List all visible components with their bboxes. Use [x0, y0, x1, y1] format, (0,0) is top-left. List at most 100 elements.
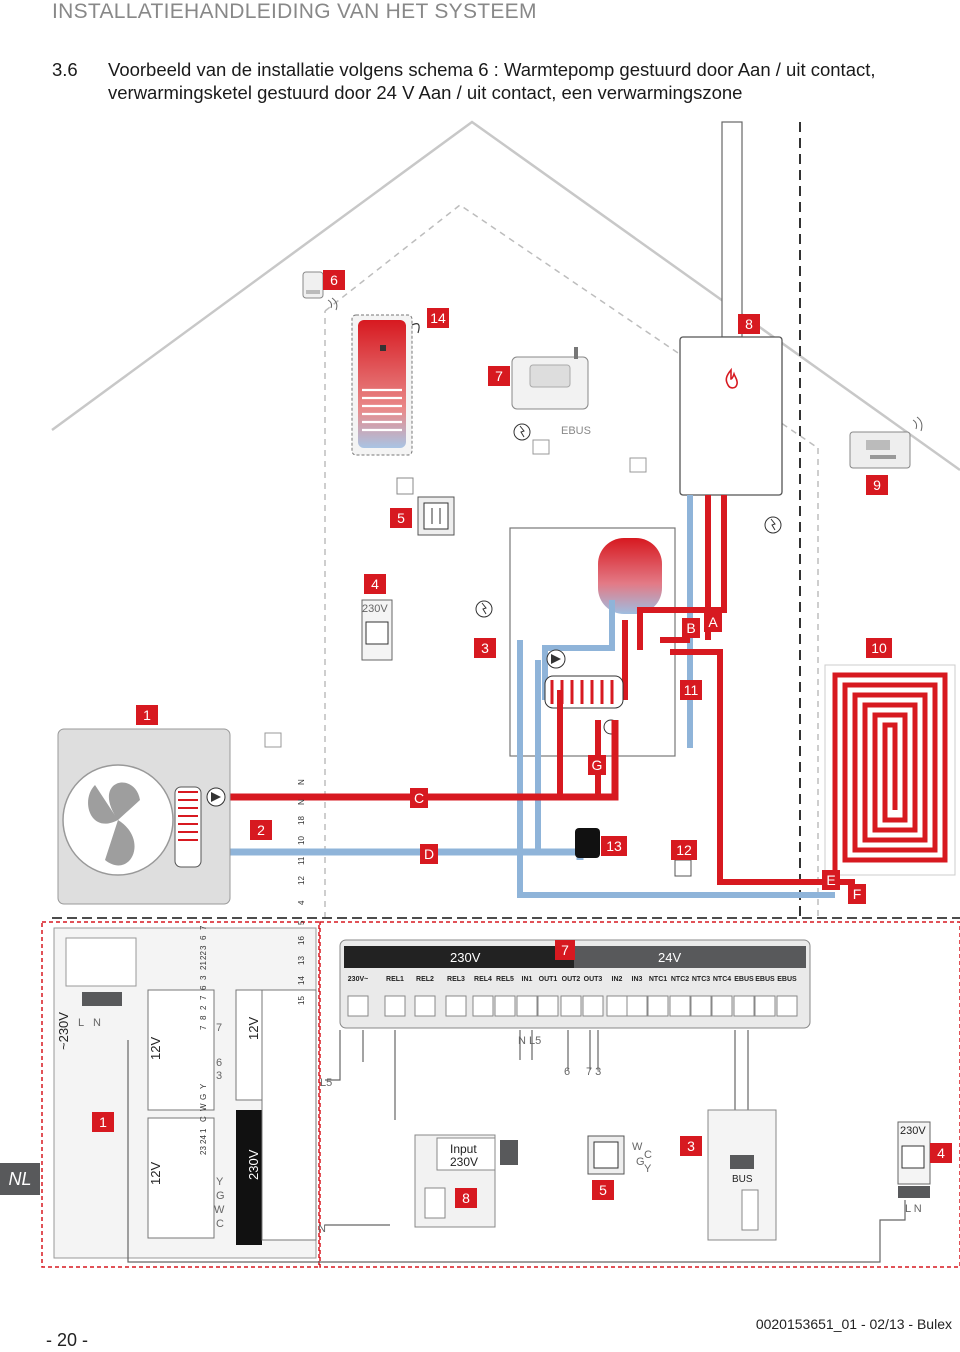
- hp-n-label: N: [93, 1017, 101, 1029]
- controller-230v-label: 230V: [450, 950, 481, 965]
- ebus-connector-icons: [264, 423, 782, 748]
- circuit-breaker: [361, 599, 393, 661]
- callout-c3-label: 3: [687, 1138, 695, 1154]
- callout-c6: 6: [323, 270, 345, 290]
- callout-c2-label: 2: [257, 822, 265, 838]
- mains-label: ~230V: [56, 1012, 71, 1050]
- callout-c5-label: 5: [397, 510, 405, 526]
- breaker-bottom-voltage-label: 230V: [900, 1125, 926, 1137]
- callout-A-label: A: [708, 614, 718, 630]
- terminal-group-label: NTC3: [692, 976, 710, 983]
- hp-l-label: L: [78, 1017, 84, 1029]
- system-controller: [511, 347, 589, 410]
- callout-c1-label: 1: [99, 1114, 107, 1130]
- room-controller: [849, 416, 923, 469]
- terminal-screw: [347, 995, 369, 1017]
- terminal-screw: [537, 995, 559, 1017]
- hp-terminal-label: 6: [199, 985, 208, 990]
- terminal-group-label: REL5: [496, 976, 514, 983]
- callout-G-label: G: [592, 757, 603, 773]
- hp-terminal-label: 6: [199, 935, 208, 940]
- terminal-screw: [776, 995, 798, 1017]
- wiring: [127, 1030, 906, 1263]
- stat-y-label: Y: [644, 1163, 652, 1175]
- terminal-screw: [647, 995, 669, 1017]
- terminal-group-label: EBUS: [755, 976, 775, 983]
- terminal-group-label: OUT2: [562, 976, 581, 983]
- callout-D-label: D: [424, 846, 434, 862]
- callout-C: C: [410, 788, 428, 808]
- wire-7-label: 7: [216, 1022, 222, 1034]
- callout-c1: 1: [136, 705, 158, 725]
- breaker-voltage-label: 230V: [362, 603, 388, 615]
- hp-terminal-label: 1: [199, 1128, 208, 1133]
- hp-terminal-label: 16: [297, 936, 306, 945]
- terminal-screw: [626, 995, 648, 1017]
- terminal-screw: [733, 995, 755, 1017]
- l5-label: L5: [320, 1077, 332, 1089]
- document-reference: 0020153651_01 - 02/13 - Bulex: [755, 1316, 952, 1332]
- callout-G: G: [588, 755, 606, 775]
- stat-w-label: W: [632, 1141, 643, 1153]
- callout-c1: 1: [92, 1112, 114, 1132]
- thermostat-bottom: [587, 1135, 625, 1175]
- hp-terminal-label: 14: [297, 976, 306, 985]
- hp-12v-label-right: 12V: [246, 1017, 261, 1040]
- stat-g-label: G: [636, 1156, 645, 1168]
- callout-c13: 13: [601, 836, 627, 856]
- terminal-group-label: REL4: [474, 976, 492, 983]
- hp-terminal-label: 12: [297, 876, 306, 885]
- callout-c12-label: 12: [676, 842, 692, 858]
- hp-terminal-label: 3: [199, 945, 208, 950]
- breaker-ln-label: L N: [905, 1203, 922, 1215]
- hp-terminal-label: 8: [199, 1015, 208, 1020]
- terminal-group-label: REL3: [447, 976, 465, 983]
- bus-label: BUS: [732, 1174, 753, 1185]
- callout-c4: 4: [930, 1143, 952, 1163]
- hp-terminal-label: 7: [199, 995, 208, 1000]
- callout-c11: 11: [680, 680, 702, 700]
- callout-c14-label: 14: [430, 310, 446, 326]
- wiring-panel-outline: [41, 921, 960, 1268]
- stat-c-label: C: [644, 1149, 652, 1161]
- hp-terminal-label: 15: [297, 996, 306, 1005]
- callout-c10-label: 10: [871, 640, 887, 656]
- terminal-group-label: NTC1: [649, 976, 667, 983]
- terminal-screw: [690, 995, 712, 1017]
- callout-c7-label: 7: [561, 942, 569, 958]
- terminal-screw: [560, 995, 582, 1017]
- hp-terminal-label: 10: [297, 836, 306, 845]
- callout-c7-label: 7: [495, 368, 503, 384]
- hp-terminal-label: 5: [297, 920, 306, 925]
- callout-c8: 8: [455, 1188, 477, 1208]
- callout-c5: 5: [592, 1180, 614, 1200]
- terminal-group-label: REL2: [416, 976, 434, 983]
- hp-terminal-labels: 782763212236723241CWGY151413165412111018…: [199, 779, 306, 1155]
- nl5-label: N L5: [518, 1035, 541, 1047]
- terminal-screw: [582, 995, 604, 1017]
- hp-230v-label: 230V: [246, 1149, 261, 1180]
- hp-terminal-label: 21: [199, 961, 208, 970]
- terminal-group-label: OUT3: [584, 976, 603, 983]
- terminal-group-label: NTC2: [671, 976, 689, 983]
- callout-c8: 8: [738, 314, 760, 334]
- thermostat: [396, 477, 455, 536]
- hp-terminal-label: 24: [199, 1135, 208, 1144]
- hp-terminal-label: 22: [199, 951, 208, 960]
- terminal-group-label: IN1: [522, 976, 533, 983]
- input-label: Input: [450, 1142, 477, 1156]
- hp-terminal-label: N: [297, 799, 306, 805]
- callout-B: B: [682, 618, 700, 638]
- heat-pump-terminal-box: [53, 927, 317, 1259]
- dhw-cylinder: [351, 314, 420, 456]
- callout-c12: 12: [671, 840, 697, 860]
- terminal-screw: [711, 995, 733, 1017]
- terminal-group-label: NTC4: [713, 976, 731, 983]
- terminal-screw: [606, 995, 628, 1017]
- expansion-vessel: [575, 828, 600, 858]
- callout-c1-label: 1: [143, 707, 151, 723]
- wire-g-label: G: [216, 1190, 225, 1202]
- section-title-line1: Voorbeeld van de installatie volgens sch…: [108, 59, 876, 80]
- callout-c7: 7: [555, 940, 575, 960]
